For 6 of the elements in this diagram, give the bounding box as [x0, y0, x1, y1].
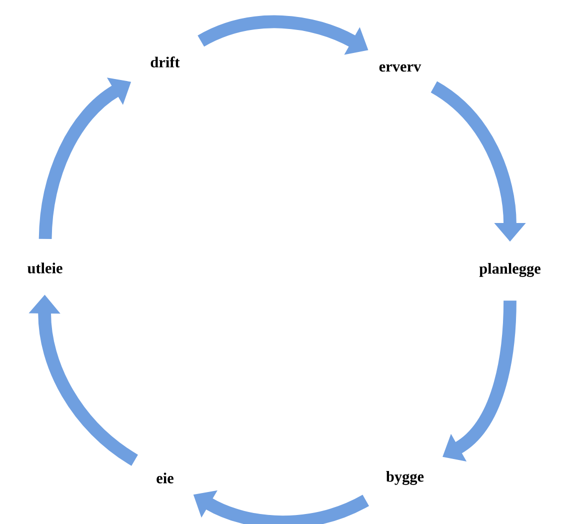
- cycle-label: bygge: [386, 471, 424, 485]
- cycle-label: utleie: [27, 262, 62, 274]
- cycle-label: eie: [156, 472, 174, 484]
- cycle-label: drift: [150, 56, 180, 68]
- cycle-label: planlegge: [479, 263, 540, 277]
- cycle-label: erverv: [379, 64, 422, 72]
